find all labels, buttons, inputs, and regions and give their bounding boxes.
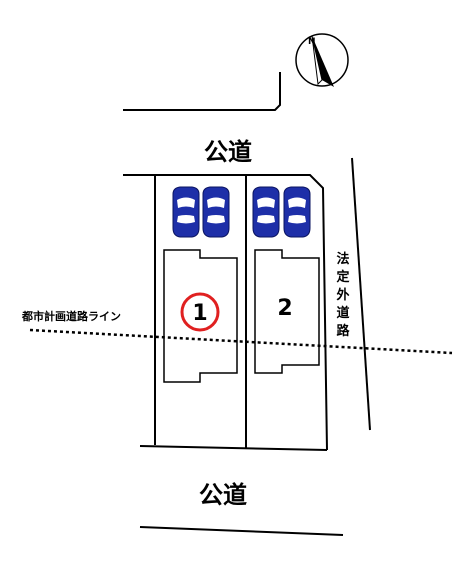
bottom-road-edge xyxy=(139,526,344,536)
site-top-edge xyxy=(123,174,328,451)
side-road-label-char: 道 xyxy=(336,305,349,321)
car-icon xyxy=(202,186,230,238)
compass-north-label: N xyxy=(308,37,316,47)
car-icon xyxy=(252,186,280,238)
side-road-line-outer xyxy=(351,157,371,431)
top-road-edge xyxy=(123,72,281,111)
planning-road-line xyxy=(29,328,453,355)
lot-2-number: 2 xyxy=(277,296,292,321)
side-road-label: 法 定 外 道 路 xyxy=(335,251,350,339)
side-road-label-char: 法 xyxy=(336,251,349,267)
lot-1-number: 1 xyxy=(192,301,207,326)
site-bottom-edge xyxy=(139,445,328,451)
bottom-road-label: 公道 xyxy=(199,481,247,509)
side-road-label-char: 路 xyxy=(336,323,350,339)
house-1-footprint xyxy=(163,249,238,383)
side-road-label-char: 外 xyxy=(335,287,349,303)
car-icon xyxy=(172,186,200,238)
side-road-label-char: 定 xyxy=(335,269,349,285)
top-road-label: 公道 xyxy=(204,138,252,166)
planning-road-label: 都市計画道路ライン xyxy=(21,309,121,323)
car-icon xyxy=(283,186,311,238)
lot-1-highlight-circle xyxy=(180,292,220,332)
compass-icon xyxy=(295,33,349,87)
